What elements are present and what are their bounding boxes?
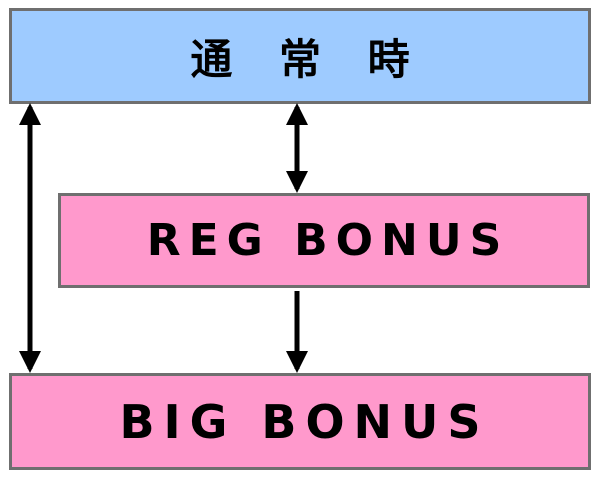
big-bonus-box: BIG BONUS [9,373,591,470]
reg-bonus-box: REG BONUS [58,193,590,288]
reg-bonus-label: REG BONUS [146,215,510,266]
normal-state-box: 通 常 時 [9,8,591,104]
normal-state-label: 通 常 時 [190,34,426,84]
big-bonus-label: BIG BONUS [119,394,490,449]
